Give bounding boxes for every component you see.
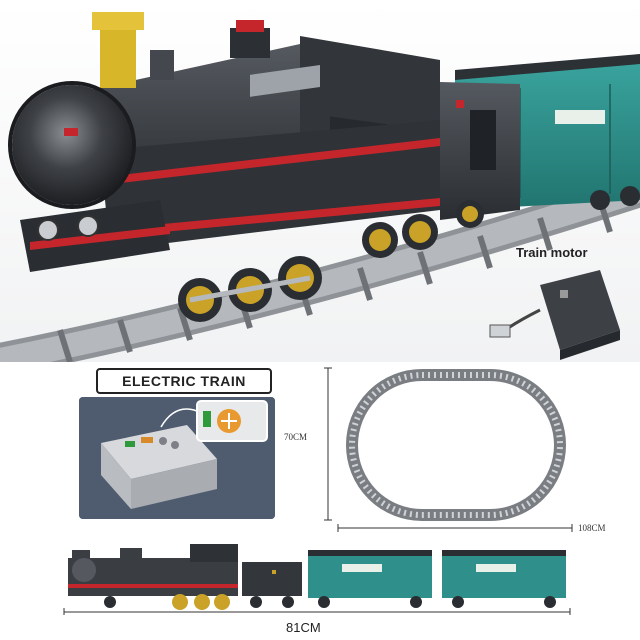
train-motor-label: Train motor <box>516 245 588 260</box>
oval-track-illustration <box>324 367 573 532</box>
height-dimension-label: 70CM <box>284 432 308 442</box>
train-hero-photo: Train motor <box>0 0 640 362</box>
steam-locomotive <box>8 12 484 322</box>
battery-box-panel <box>79 397 275 519</box>
width-dimension-label: 108CM <box>578 523 606 533</box>
coal-tender <box>440 82 520 220</box>
train-side-illustration <box>63 544 571 615</box>
locomotive-illustration <box>0 0 640 362</box>
electric-train-title: ELECTRIC TRAIN <box>96 368 272 394</box>
train-motor-part <box>489 270 620 360</box>
oval-track-diagram: 70CM 108CM <box>284 360 640 540</box>
battery-box-illustration <box>79 397 275 519</box>
full-train-side-view <box>60 540 640 615</box>
length-dimension-label: 81CM <box>286 620 321 635</box>
gold-drive-wheels <box>178 200 484 322</box>
